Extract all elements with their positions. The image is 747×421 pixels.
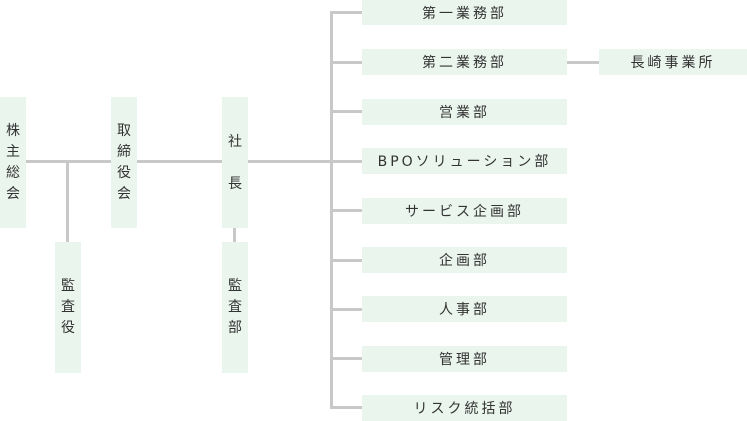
vertical-char: 総 xyxy=(6,164,20,181)
vertical-char: 査 xyxy=(61,299,75,315)
department-box-2: 第二業務部 xyxy=(362,49,567,75)
department-box-7: 人事部 xyxy=(362,296,567,322)
vertical-char: 役 xyxy=(117,164,131,181)
department-box-8: 管理部 xyxy=(362,346,567,372)
vertical-char: 役 xyxy=(61,320,75,336)
connector-department-branch xyxy=(330,406,362,409)
department-box-6: 企画部 xyxy=(362,247,567,273)
president-box: 社長 xyxy=(222,97,248,228)
connector-main-horizontal xyxy=(26,160,332,163)
department-label: BPOソリューション部 xyxy=(377,154,552,170)
department-label: 管理部 xyxy=(439,352,490,368)
connector-auditor-drop xyxy=(66,160,69,242)
department-label: 第二業務部 xyxy=(422,55,507,71)
connector-department-branch xyxy=(330,209,362,212)
department-label: サービス企画部 xyxy=(405,204,524,220)
department-label: 第一業務部 xyxy=(422,5,507,22)
vertical-char: 締 xyxy=(117,143,131,160)
connector-department-branch xyxy=(330,308,362,311)
shareholders-meeting-label: 株主総会 xyxy=(6,121,20,205)
vertical-char: 長 xyxy=(228,175,242,192)
branch-office-box: 長崎事業所 xyxy=(599,49,747,75)
connector-department-branch xyxy=(330,110,362,113)
vertical-char: 監 xyxy=(61,278,75,294)
department-box-3: 営業部 xyxy=(362,99,567,125)
vertical-char: 監 xyxy=(228,278,242,294)
connector-department-branch xyxy=(330,160,362,163)
vertical-char: 会 xyxy=(6,185,20,202)
connector-department-branch xyxy=(330,11,362,14)
vertical-char: 会 xyxy=(117,185,131,202)
shareholders-meeting-box: 株主総会 xyxy=(0,97,26,228)
auditor-label: 監査役 xyxy=(61,276,75,339)
branch-office-label: 長崎事業所 xyxy=(630,55,716,71)
connector-department-branch xyxy=(330,259,362,262)
vertical-char: 査 xyxy=(228,299,242,315)
vertical-char: 主 xyxy=(6,143,20,160)
vertical-char: 社 xyxy=(228,133,242,150)
department-label: 人事部 xyxy=(439,302,490,318)
department-label: リスク統括部 xyxy=(413,401,516,417)
connector-audit-dept-drop xyxy=(233,228,236,242)
vertical-char: 取 xyxy=(117,122,131,139)
president-label: 社長 xyxy=(228,121,242,205)
department-box-4: BPOソリューション部 xyxy=(362,148,567,174)
connector-department-branch xyxy=(330,61,362,64)
department-box-9: リスク統括部 xyxy=(362,395,567,421)
department-label: 営業部 xyxy=(439,105,490,121)
department-label: 企画部 xyxy=(439,253,490,269)
connector-department-branch xyxy=(330,357,362,360)
board-of-directors-label: 取締役会 xyxy=(117,121,131,205)
auditor-box: 監査役 xyxy=(55,242,81,373)
connector-branch-office xyxy=(567,61,599,64)
audit-department-label: 監査部 xyxy=(228,276,242,339)
department-box-5: サービス企画部 xyxy=(362,198,567,224)
vertical-char: 株 xyxy=(6,122,20,139)
department-box-1: 第一業務部 xyxy=(362,0,567,25)
audit-department-box: 監査部 xyxy=(222,242,248,373)
vertical-char: 部 xyxy=(228,320,242,336)
board-of-directors-box: 取締役会 xyxy=(111,97,137,228)
